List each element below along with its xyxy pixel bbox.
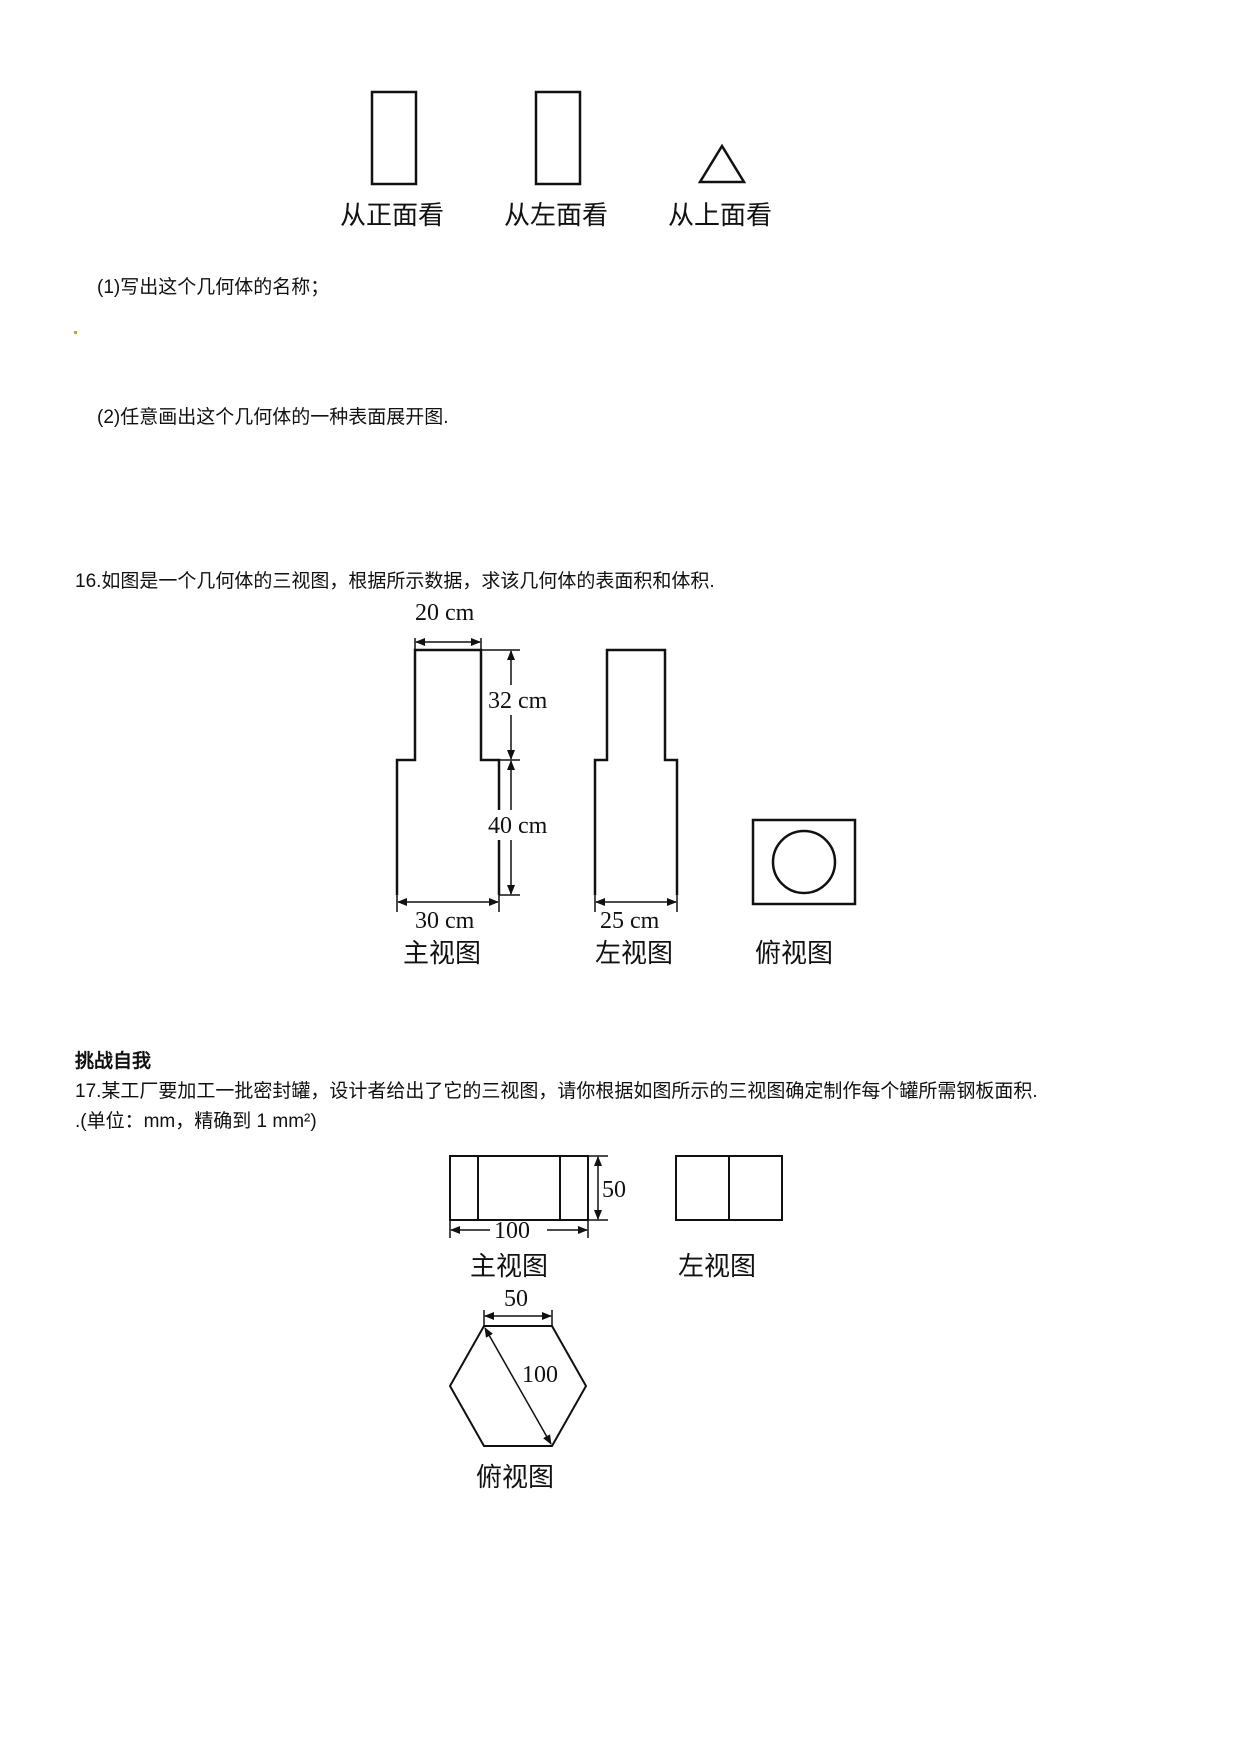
front-view-outline xyxy=(395,648,501,895)
dim-left-width-label: 25 cm xyxy=(600,908,660,934)
can-dim-diagonal-arrow xyxy=(484,1327,552,1445)
left-view-rect xyxy=(534,90,582,186)
top-view-triangle xyxy=(697,143,747,184)
q16-left-caption: 左视图 xyxy=(595,939,673,968)
q17-unit: .(单位：mm，精确到 1 mm²) xyxy=(75,1111,317,1132)
q17-left-caption: 左视图 xyxy=(678,1252,756,1281)
can-dim-diagonal-label: 100 xyxy=(522,1362,558,1388)
front-view-rect xyxy=(370,90,418,186)
section-title: 挑战自我 xyxy=(75,1051,152,1072)
dim-lower-height-label: 40 cm xyxy=(488,813,548,839)
figure-q16-three-views: 20 cm 32 cm 40 cm 30 cm 主视图 25 cm 左视图 俯视… xyxy=(395,600,857,968)
figure-q17-three-views: 50 100 主视图 左视图 50 100 俯视图 xyxy=(448,1155,783,1492)
dim-top-width-label: 20 cm xyxy=(415,600,475,626)
dim-front-width-label: 30 cm xyxy=(415,908,475,934)
q16-front-caption: 主视图 xyxy=(403,939,481,968)
left-view-caption: 从左面看 xyxy=(504,201,608,230)
q17-top-caption: 俯视图 xyxy=(476,1463,554,1492)
top-view-caption: 从上面看 xyxy=(668,201,772,230)
front-view-caption: 从正面看 xyxy=(340,201,444,230)
figure-three-views-prism: 从正面看 从左面看 从上面看 xyxy=(340,90,772,230)
top-view-circle xyxy=(771,829,837,895)
q16-text: 16.如图是一个几何体的三视图，根据所示数据，求该几何体的表面积和体积. xyxy=(75,571,715,592)
left-view-outline xyxy=(593,648,679,895)
q16-top-caption: 俯视图 xyxy=(755,939,833,968)
q17-front-caption: 主视图 xyxy=(470,1252,548,1281)
can-dim-side-label: 50 xyxy=(504,1286,528,1312)
q15-part1: (1)写出这个几何体的名称； xyxy=(97,277,330,298)
q15-part2: (2)任意画出这个几何体的一种表面展开图. xyxy=(97,407,449,428)
top-view-square xyxy=(751,818,857,906)
can-dim-width-label: 100 xyxy=(494,1218,530,1244)
q17-text: 17.某工厂要加工一批密封罐，设计者给出了它的三视图，请你根据如图所示的三视图确… xyxy=(75,1081,1038,1102)
dim-upper-height-label: 32 cm xyxy=(488,688,548,714)
margin-dot xyxy=(74,331,77,334)
can-front-rect xyxy=(449,1155,589,1221)
can-dim-height-label: 50 xyxy=(602,1177,626,1203)
